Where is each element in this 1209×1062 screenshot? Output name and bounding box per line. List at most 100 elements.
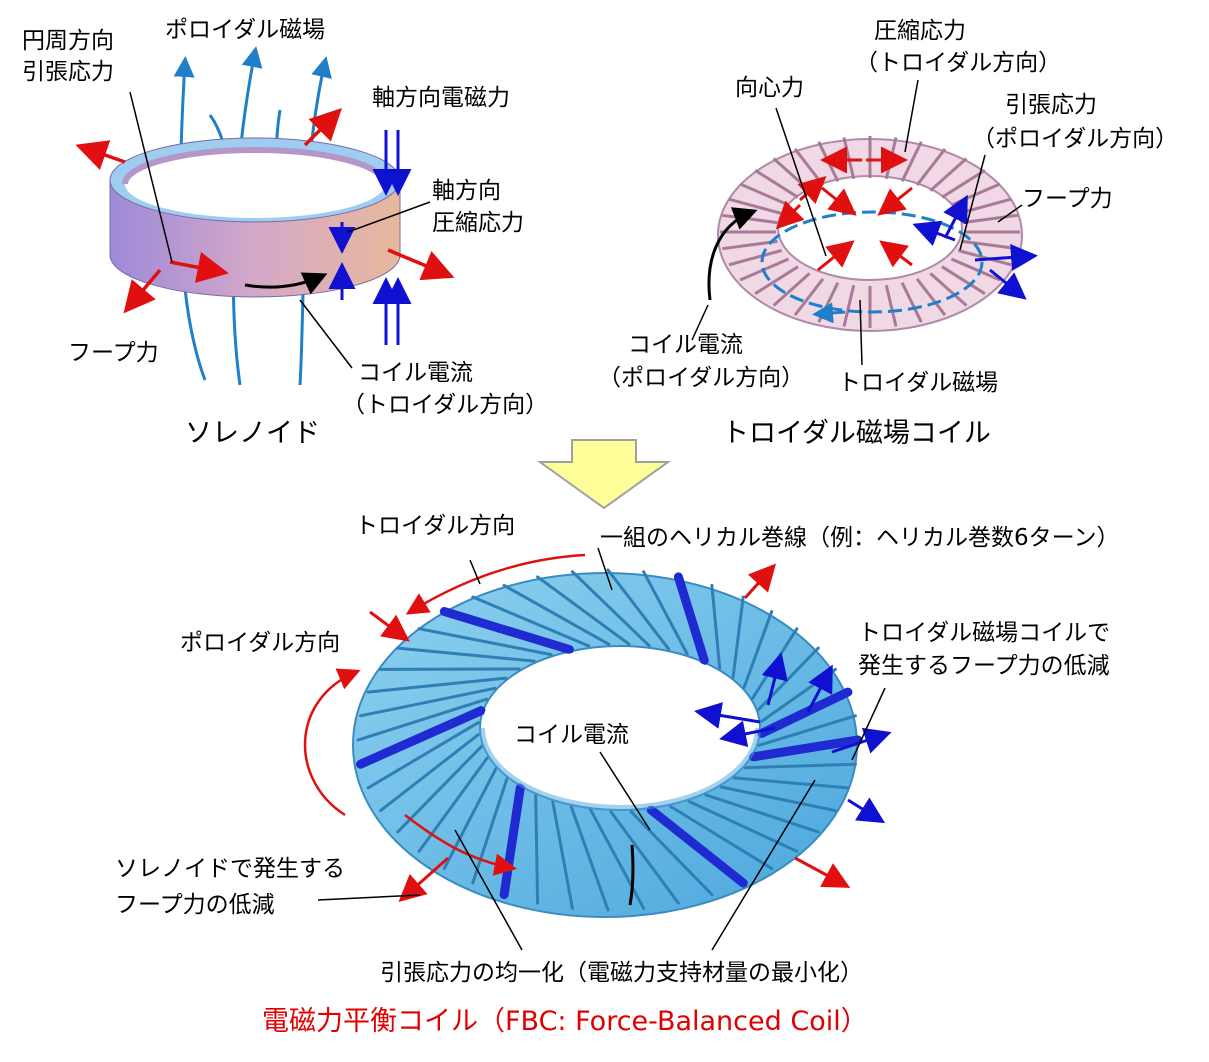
- fbc-stress-uniform-label: 引張応力の均一化（電磁力支持材量の最小化）: [380, 960, 863, 986]
- helical-winding: [366, 676, 508, 694]
- helical-winding: [629, 810, 714, 897]
- tf-compressive-stress-label-2: （トロイダル方向）: [855, 50, 1061, 76]
- toroidal-field-label: トロイダル磁場: [838, 370, 998, 396]
- tf-compressive-stress-label-1: 圧縮応力: [874, 18, 966, 44]
- solenoid-cylinder: [109, 137, 401, 298]
- tf-coil-ring: [962, 213, 1018, 225]
- helical-winding: [732, 776, 850, 790]
- axial-compression-label-1: 軸方向: [432, 178, 501, 204]
- helical-winding: [396, 646, 536, 663]
- tf-coil-ring: [941, 169, 986, 199]
- helical-winding: [704, 793, 820, 834]
- fbc-hoop-reduction-tf-label-1: トロイダル磁場コイルで: [858, 620, 1110, 646]
- helical-winding: [359, 686, 497, 718]
- tf-centripetal-arrows: [817, 186, 913, 272]
- helical-winding: [471, 595, 591, 648]
- helical-winding-dark: [748, 735, 863, 762]
- tf-tensile-stress-label-1: 引張応力: [1005, 92, 1097, 118]
- tf-coil-ring: [941, 265, 986, 295]
- solenoid-leader-lines: [129, 91, 431, 369]
- helical-winding: [742, 610, 774, 689]
- tf-compressive-arrows: [775, 146, 908, 230]
- helical-winding: [442, 767, 498, 870]
- tf-coil-ring: [754, 169, 799, 199]
- tf-centripetal-force-label: 向心力: [735, 75, 804, 101]
- fbc-helical-ribbons: [356, 568, 863, 912]
- helical-winding: [569, 805, 610, 912]
- fbc-current-arrow: [628, 844, 635, 906]
- tf-coil-ring: [754, 265, 799, 295]
- tf-leader-lines: [691, 79, 1023, 366]
- tf-caption: トロイダル磁場コイル: [722, 418, 991, 449]
- solenoid-circ-tension-label-1: 円周方向: [22, 28, 114, 54]
- axial-em-force-arrows: [328, 130, 412, 345]
- solenoid-coil-current-label-1: コイル電流: [358, 360, 473, 386]
- helical-winding: [379, 733, 480, 813]
- solenoid-hoop-force-label: フープ力: [68, 340, 159, 366]
- tf-hoop-force-label: フープ力: [1022, 186, 1113, 212]
- tf-tensile-stress-label-2: （ポロイダル方向）: [972, 126, 1178, 152]
- tf-coil-ring: [957, 249, 1012, 267]
- helical-winding: [551, 800, 574, 910]
- helical-winding-dark: [757, 687, 853, 738]
- axial-compression-label-2: 圧縮応力: [432, 210, 524, 236]
- fbc-hoop-reduction-tf-label-2: 発生するフープ力の低減: [858, 653, 1110, 679]
- tf-coil-ring: [900, 282, 923, 323]
- helical-winding: [417, 756, 489, 853]
- helical-winding-dark: [646, 805, 748, 888]
- solenoid-figure: ポロイダル磁場 円周方向 引張応力 軸方向電磁力 軸方向 圧縮応力 フープ力 コ…: [22, 17, 548, 449]
- helical-winding: [396, 744, 483, 834]
- tf-coil-ring: [900, 141, 923, 182]
- solenoid-current-arrow: [244, 272, 328, 295]
- helical-winding: [536, 575, 631, 646]
- helical-winding: [757, 714, 857, 747]
- helical-winding-dark: [356, 706, 486, 769]
- solenoid-circ-tension-label-2: 引張応力: [22, 59, 114, 85]
- tf-coil-ring: [842, 137, 856, 180]
- solenoid-caption: ソレノイド: [185, 418, 320, 449]
- solenoid-coil-current-label-2: （トロイダル方向）: [342, 392, 548, 418]
- helical-winding: [417, 627, 553, 657]
- tf-coil-ring: [929, 272, 968, 307]
- helical-winding: [642, 570, 689, 656]
- fbc-leader-lines: [317, 547, 886, 951]
- transition-down-arrow: [536, 439, 672, 510]
- tf-coil-ring: [722, 239, 778, 251]
- helical-winding-dark: [439, 607, 574, 654]
- fbc-hoop-arrows-red: [369, 563, 851, 902]
- tf-current-arrow: [707, 207, 758, 301]
- helical-winding: [471, 777, 509, 885]
- helical-winding: [589, 808, 646, 910]
- solenoid-hoop-arrows: [75, 108, 455, 314]
- tf-coil-figure: 圧縮応力 （トロイダル方向） 向心力 引張応力 （ポロイダル方向） フープ力 コ…: [598, 18, 1178, 449]
- tf-coil-ring: [842, 284, 856, 327]
- fbc-helical-winding-label: 一組のヘリカル巻線（例：ヘリカル巻数6ターン）: [600, 525, 1119, 551]
- helical-winding-dark: [673, 572, 709, 665]
- tf-coil-ring: [929, 157, 968, 192]
- fbc-hoop-reduction-sol-label-1: ソレノイドで発生する: [115, 856, 345, 882]
- solenoid-poloidal-field-label: ポロイダル磁場: [165, 17, 325, 43]
- toroidal-field-line: [760, 210, 984, 314]
- helical-winding: [534, 794, 540, 905]
- helical-winding: [502, 583, 611, 646]
- tf-coil-ring: [915, 147, 947, 187]
- helical-winding: [687, 799, 799, 853]
- helical-winding: [743, 762, 857, 770]
- fbc-figure: トロイダル方向 一組のヘリカル巻線（例：ヘリカル巻数6ターン） ポロイダル方向 …: [115, 513, 1119, 1037]
- tf-coil-ring: [950, 257, 1001, 282]
- tf-coil-ring: [728, 249, 783, 267]
- helical-winding: [609, 810, 680, 905]
- tf-coil-ring: [793, 277, 825, 317]
- fbc-caption: 電磁力平衡コイル（FBC: Force-Balanced Coil）: [262, 1006, 868, 1037]
- tf-coil-current-label-2: （ポロイダル方向）: [598, 365, 804, 391]
- tf-hoop-arrows: [912, 194, 1038, 300]
- helical-winding: [606, 568, 671, 651]
- helical-winding: [356, 697, 489, 742]
- fbc-direction-arrows: [303, 553, 586, 876]
- tf-coil-current-label-1: コイル電流: [628, 332, 743, 358]
- tf-coil-ring: [962, 239, 1018, 251]
- tf-coil-ring: [915, 277, 947, 317]
- tf-coil-ring: [772, 272, 811, 307]
- helical-winding-dark: [499, 783, 525, 900]
